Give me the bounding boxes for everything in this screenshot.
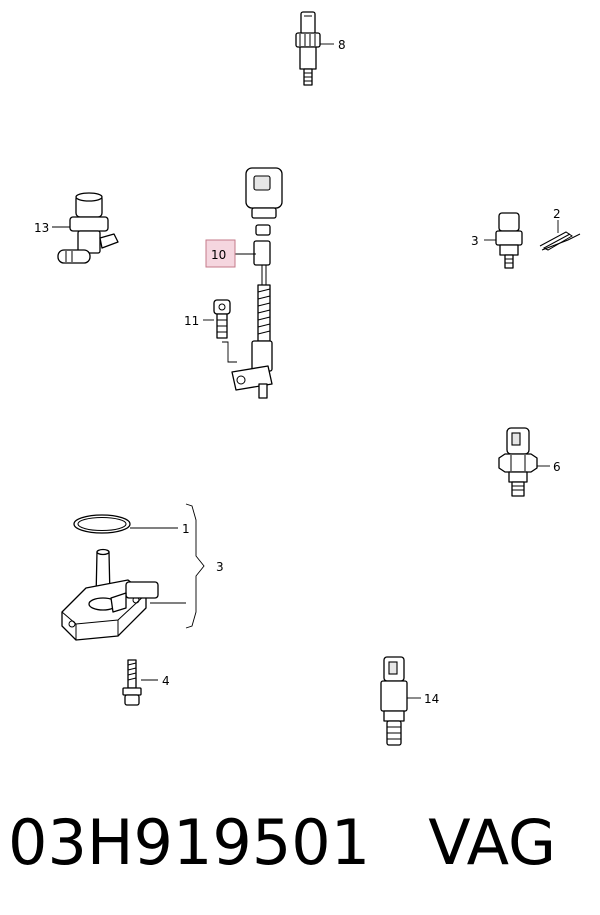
callout-13: 13 — [34, 221, 49, 235]
callout-6: 6 — [553, 460, 561, 474]
part-13-valve[interactable] — [52, 192, 119, 264]
part-number: 03H919501 — [8, 806, 371, 879]
callout-10-highlight — [205, 239, 236, 268]
callout-3: 3 — [216, 560, 224, 574]
part-8-sensor[interactable] — [295, 11, 334, 86]
callout-2: 2 — [553, 207, 561, 221]
callout-10: 10 — [211, 248, 226, 262]
brand-name: VAG — [428, 806, 557, 879]
part-1-o-ring[interactable] — [73, 514, 178, 534]
callout-1: 1 — [182, 522, 190, 536]
callout-14: 14 — [424, 692, 439, 706]
part-6-sensor[interactable] — [498, 427, 550, 497]
part-4-screw[interactable] — [122, 659, 158, 706]
callout-8: 8 — [338, 38, 346, 52]
part-10-sensor-harness[interactable] — [222, 167, 283, 399]
part-2-clip[interactable] — [539, 220, 581, 251]
callout-4: 4 — [162, 674, 170, 688]
part-14-sensor[interactable] — [380, 656, 421, 746]
part-number-footer: 03H919501 VAG — [8, 798, 598, 888]
part-11-bolt[interactable] — [203, 299, 231, 339]
callout-9: 3 — [471, 234, 479, 248]
bracket-3 — [185, 503, 205, 629]
part-oil-level-sensor[interactable] — [61, 548, 186, 641]
part-9-sensor[interactable] — [484, 212, 523, 269]
callout-11: 11 — [184, 314, 199, 328]
